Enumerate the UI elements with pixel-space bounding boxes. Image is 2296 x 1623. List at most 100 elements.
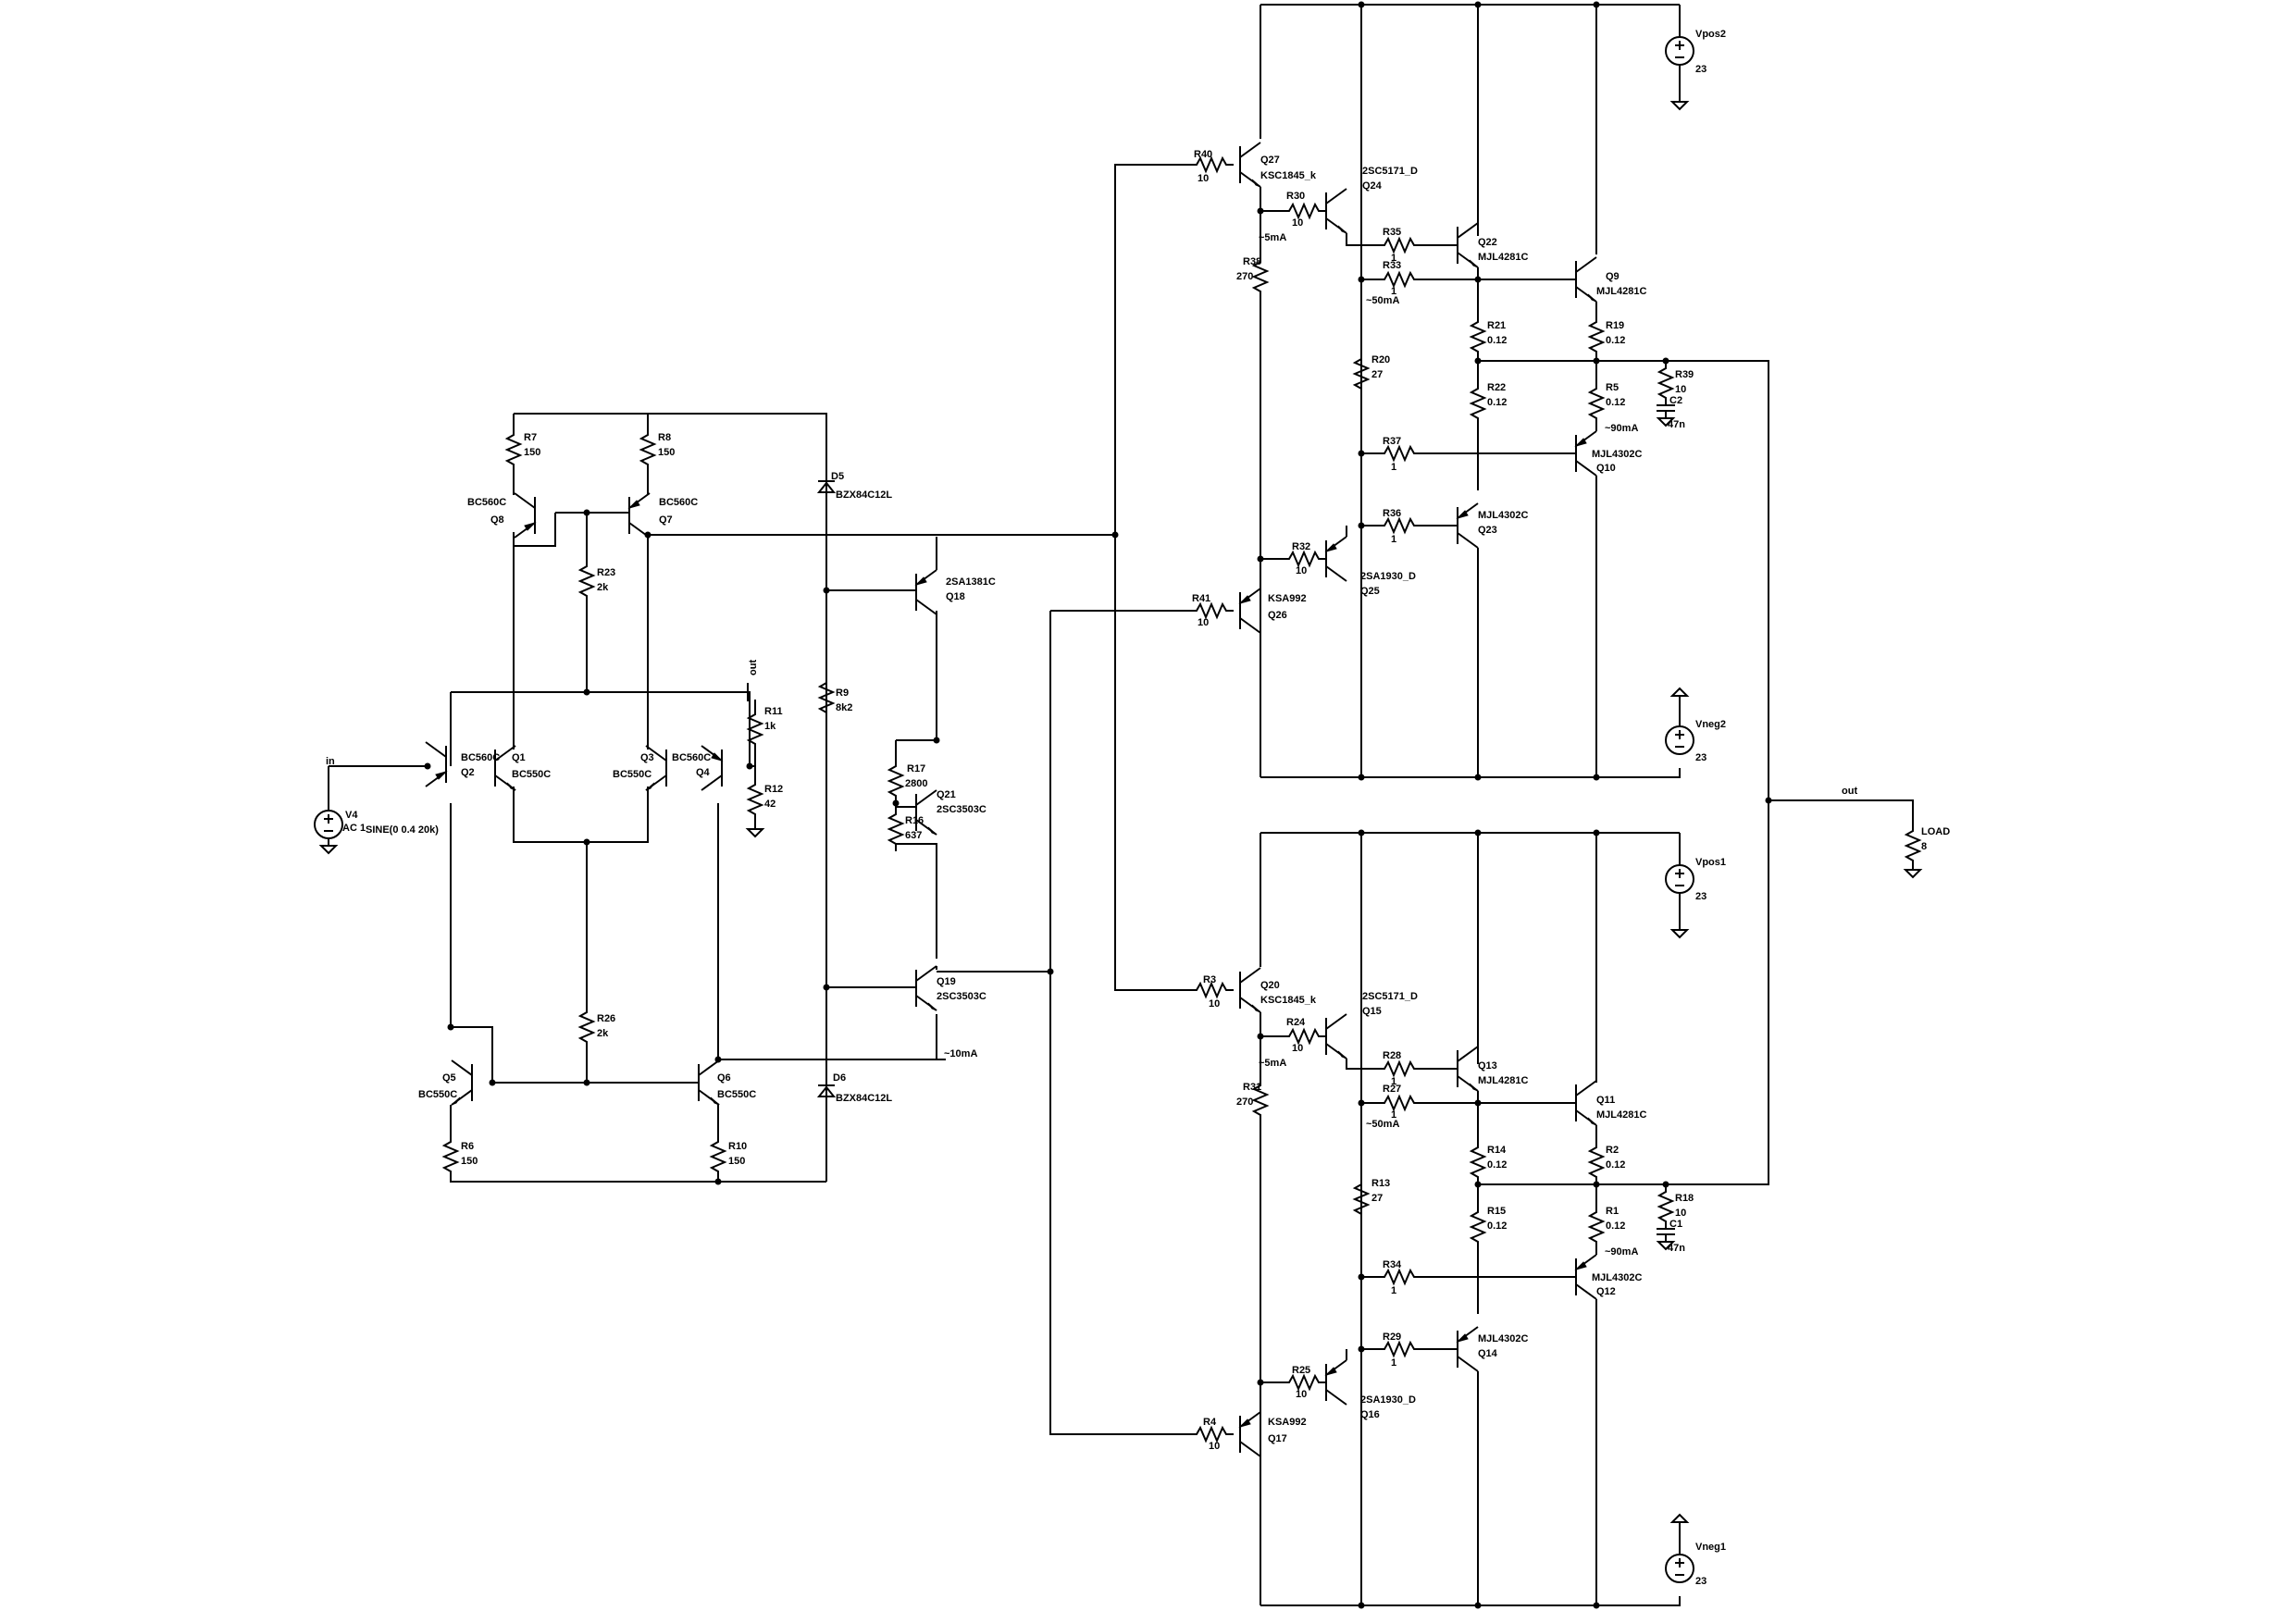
r5-ref: R5	[1606, 382, 1619, 393]
resistor-r10	[711, 1134, 726, 1180]
r23-ref: R23	[597, 567, 615, 578]
vpos2-ref: Vpos2	[1695, 29, 1726, 40]
resistor-r7	[506, 427, 521, 473]
resistor-r11	[748, 706, 763, 752]
r26-ref: R26	[597, 1013, 615, 1024]
q14-type: MJL4302C	[1478, 1333, 1528, 1344]
q22-type: MJL4281C	[1478, 252, 1528, 263]
r23-value: 2k	[597, 582, 609, 593]
resistor-r19	[1589, 314, 1604, 360]
resistor-r37	[1376, 446, 1422, 461]
current-label-50ma-upper: ~50mA	[1366, 295, 1399, 306]
r7-ref: R7	[524, 432, 537, 443]
transistor-q25	[1325, 536, 1347, 582]
transistor-q17	[1239, 1411, 1261, 1457]
q17-ref: Q17	[1268, 1433, 1287, 1444]
r16-value: 637	[905, 830, 922, 841]
transistor-q11	[1575, 1080, 1597, 1126]
q4-ref: Q4	[696, 767, 711, 778]
r12-value: 42	[764, 799, 776, 810]
vpos1-value: 23	[1695, 891, 1706, 902]
resistor-r12	[748, 776, 763, 823]
source-vneg2	[1665, 725, 1694, 755]
r19-ref: R19	[1606, 320, 1624, 331]
transistor-q19	[915, 965, 937, 1011]
q5-ref: Q5	[442, 1072, 456, 1084]
q13-type: MJL4281C	[1478, 1075, 1528, 1086]
q9-type: MJL4281C	[1596, 286, 1646, 297]
r30-value: 10	[1292, 217, 1303, 229]
q17-type: KSA992	[1268, 1417, 1307, 1428]
resistor-r32	[1281, 551, 1327, 566]
resistor-r36	[1376, 518, 1422, 533]
q1-type: BC550C	[512, 769, 551, 780]
v4-sine: SINE(0 0.4 20k)	[366, 824, 439, 836]
vas-stage: D5 BZX84C12L 2SA1381C Q18 R9 8k2 R17 280…	[817, 164, 1189, 1435]
q24-type: 2SC5171_D	[1362, 166, 1418, 177]
r33-value: 1	[1391, 286, 1396, 297]
q6-type: BC550C	[717, 1089, 756, 1100]
r13-ref: R13	[1371, 1178, 1390, 1189]
ground-symbol	[1671, 101, 1688, 110]
transistor-q23	[1457, 502, 1479, 549]
r2-ref: R2	[1606, 1145, 1619, 1156]
q3-ref: Q3	[640, 752, 654, 763]
q10-type: MJL4302C	[1592, 449, 1642, 460]
r24-value: 10	[1292, 1043, 1303, 1054]
transistor-q27	[1239, 142, 1261, 188]
resistor-r3	[1188, 983, 1235, 997]
r36-value: 1	[1391, 534, 1396, 545]
r30-ref: R30	[1286, 191, 1305, 202]
r14-ref: R14	[1487, 1145, 1507, 1156]
q19-type: 2SC3503C	[937, 991, 987, 1002]
r11-value: 1k	[764, 721, 776, 732]
current-label-5ma-upper: ~5mA	[1259, 232, 1286, 243]
q25-type: 2SA1930_D	[1360, 571, 1416, 582]
load-value: 8	[1921, 841, 1927, 852]
q27-ref: Q27	[1260, 155, 1280, 166]
r1-ref: R1	[1606, 1206, 1619, 1217]
transistor-q21	[915, 789, 937, 836]
load-section: out LOAD 8	[1765, 786, 1950, 878]
r21-ref: R21	[1487, 320, 1506, 331]
r25-ref: R25	[1292, 1365, 1310, 1376]
resistor-r22	[1471, 380, 1485, 427]
r37-value: 1	[1391, 462, 1396, 473]
r41-value: 10	[1198, 617, 1209, 628]
resistor-r8	[640, 427, 655, 473]
r40-value: 10	[1198, 173, 1209, 184]
r17-ref: R17	[907, 763, 925, 774]
d5-type: BZX84C12L	[836, 489, 892, 501]
resistor-r14	[1471, 1139, 1485, 1185]
r18-value: 10	[1675, 1208, 1686, 1219]
c1-ref: C1	[1669, 1219, 1682, 1230]
r28-value: 1	[1391, 1076, 1396, 1087]
net-label-out-feedback: out	[748, 660, 759, 675]
r22-value: 0.12	[1487, 397, 1507, 408]
transistor-q13	[1457, 1046, 1479, 1092]
r11-ref: R11	[764, 706, 783, 717]
transistor-q15	[1325, 1013, 1347, 1059]
r39-ref: R39	[1675, 369, 1694, 380]
r29-value: 1	[1391, 1357, 1396, 1369]
resistor-r34	[1376, 1270, 1422, 1284]
q18-type: 2SA1381C	[946, 576, 996, 588]
ground-symbol	[1905, 869, 1921, 878]
r27-value: 1	[1391, 1109, 1396, 1121]
q6-ref: Q6	[717, 1072, 731, 1084]
q12-type: MJL4302C	[1592, 1272, 1642, 1283]
resistor-r5	[1589, 380, 1604, 427]
resistor-r17	[888, 758, 903, 804]
q14-ref: Q14	[1478, 1348, 1498, 1359]
r22-ref: R22	[1487, 382, 1506, 393]
c2-value: 47n	[1668, 419, 1685, 430]
resistor-r23	[579, 558, 594, 604]
q20-ref: Q20	[1260, 980, 1280, 991]
r18-ref: R18	[1675, 1193, 1694, 1204]
r21-value: 0.12	[1487, 335, 1507, 346]
resistor-r33	[1376, 272, 1422, 287]
d5-ref: D5	[831, 471, 844, 482]
r28-ref: R28	[1383, 1050, 1401, 1061]
r15-ref: R15	[1487, 1206, 1506, 1217]
source-vneg1	[1665, 1554, 1694, 1583]
